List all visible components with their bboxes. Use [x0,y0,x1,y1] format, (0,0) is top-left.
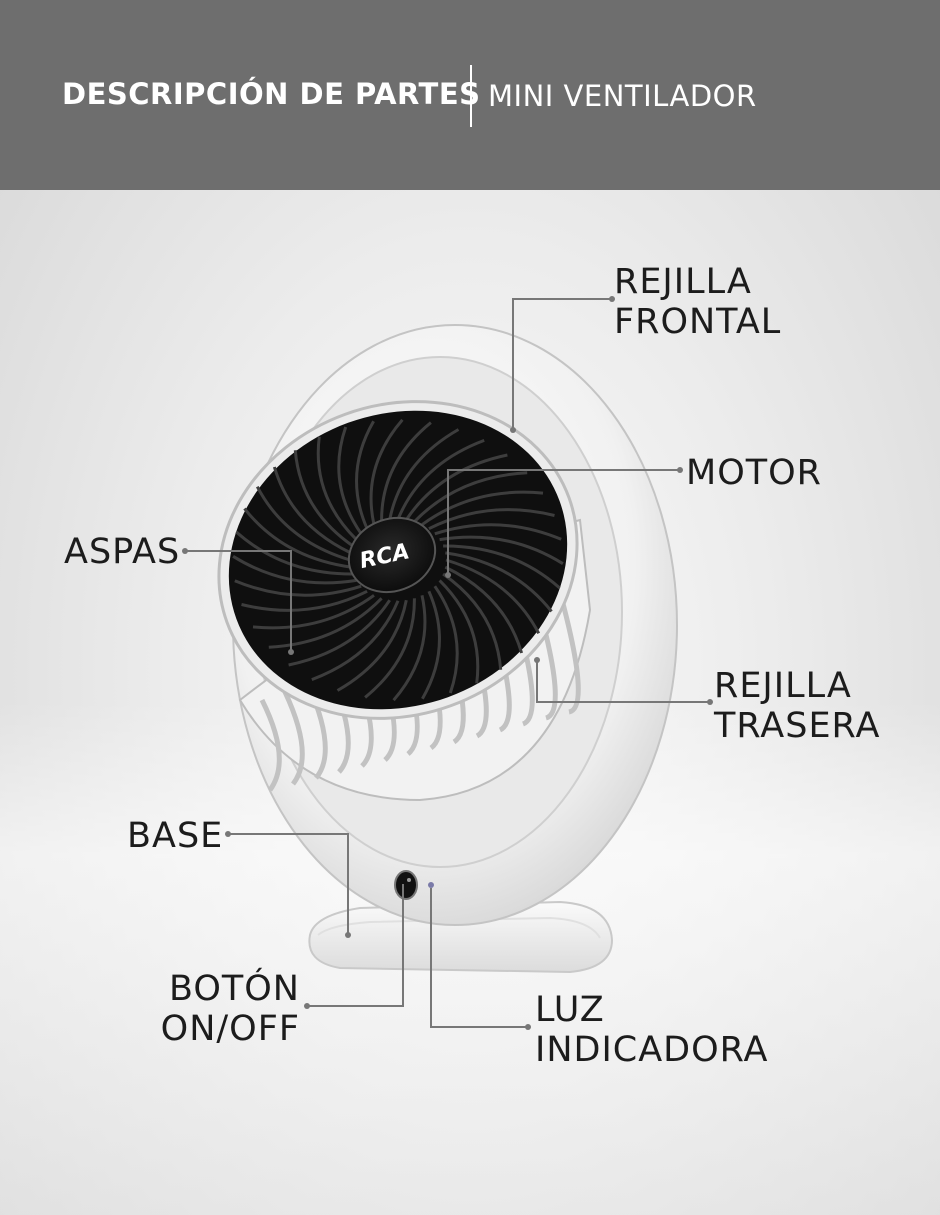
leader-base [228,833,349,935]
power-button-graphic [394,870,418,900]
leader-aspas [185,550,292,652]
blade-line [444,565,524,654]
blade-line [380,421,432,522]
indicator-light-graphic [428,882,434,888]
blade-line [364,598,416,699]
blade-line [421,590,441,700]
rear-grille-slat [259,698,282,792]
blade-line [235,530,353,576]
blade-line [369,418,404,526]
blade-line [388,428,460,521]
label-motor: MOTOR [686,453,822,493]
header-divider [470,65,472,127]
blade-line [316,436,358,541]
leader-motor [447,469,680,575]
blade-line [421,490,544,526]
leader-rejilla-trasera [536,660,710,703]
blade-line [392,594,427,702]
motor-hub: RCA [347,516,437,594]
blade-line [442,572,503,670]
blade-line [311,600,400,682]
label-boton-on-off: BOTÓN ON/OFF [160,969,300,1049]
header-bar: DESCRIPCIÓN DE PARTES MINI VENTILADOR [0,0,940,190]
blade-line [443,544,561,590]
blade-line [433,585,459,694]
leader-boton [307,884,404,1007]
leader-luz [430,888,528,1028]
blade-line [272,466,352,555]
blade-line [445,551,553,613]
leader-rejilla-frontal [512,298,612,430]
blade-line [413,471,528,523]
header-title: DESCRIPCIÓN DE PARTES [62,77,481,111]
label-rejilla-trasera: REJILLA TRASERA [714,666,881,746]
blade-line [234,579,362,597]
leader-lines [185,298,710,1028]
blade-line [438,579,480,684]
label-base: BASE [127,816,224,856]
leader-dots [182,296,713,1030]
blade-line [293,450,354,548]
blade-line [396,438,485,520]
blade-line [434,523,562,541]
blade-line [355,420,375,530]
label-aspas: ASPAS [64,532,181,572]
blade-line [255,486,351,562]
blade-line [336,599,408,692]
blade-line [252,594,375,630]
blade-line [243,507,351,569]
rear-grille-slat [558,595,581,715]
label-luz-indicadora: LUZ INDICADORA [535,990,769,1070]
blade-line [337,426,363,535]
label-rejilla-frontal: REJILLA FRONTAL [614,262,782,342]
rear-grille-slat [282,690,305,786]
blade-line [241,589,368,612]
blade-line [268,597,383,649]
header-subtitle: MINI VENTILADOR [488,79,757,113]
blade-line [288,599,391,667]
blade-line [445,558,541,634]
blade-line [439,535,564,565]
blade-line [428,508,555,531]
